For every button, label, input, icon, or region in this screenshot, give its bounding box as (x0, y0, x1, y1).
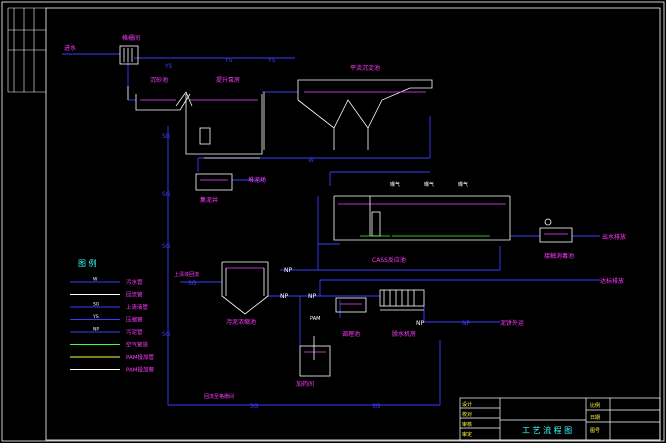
ys-code-3: YS (267, 57, 276, 64)
legend-code-0: W (93, 277, 98, 283)
np-code-5: NP (462, 320, 470, 327)
tb-row-3: 审核 (462, 421, 472, 428)
aerator-label-2: 曝气 (424, 181, 434, 188)
sludge-concentrator (221, 261, 269, 315)
grit-chamber-label: 沉砂池 (150, 76, 168, 84)
drawing-title: 工 艺 流 程 图 (522, 425, 572, 435)
dewatering-label: 脱水机房 (392, 330, 416, 338)
np-code-1: NP (284, 267, 292, 274)
legend-label-2: 上清液管 (126, 303, 149, 311)
conditioning-label: 调理池 (342, 330, 360, 338)
sludge-yard-label: 堆泥场 (248, 176, 266, 184)
legend-label-0: 污水管 (126, 278, 143, 286)
dosing-tank (299, 336, 331, 377)
np-code-4: NP (416, 320, 424, 327)
return-label: 回流至格栅间 (204, 393, 234, 400)
inlet-label: 进水 (64, 44, 76, 52)
legend-label-1: 回流管 (126, 291, 143, 299)
sg-code-6: SG (372, 403, 381, 410)
sg-code-2: SG (162, 191, 171, 198)
sludge-sump (195, 173, 233, 191)
legend-label-7: PAM投加管 (126, 366, 154, 374)
pam-code: PAM (310, 316, 320, 322)
tb-right-3: 图号 (590, 428, 600, 434)
legend-code-4: NP (93, 327, 99, 333)
primary-tank-label: 平流沉淀池 (350, 64, 380, 72)
cass-tank (333, 195, 511, 241)
tb-row-1: 设计 (462, 401, 472, 408)
conditioning-tank (335, 297, 367, 313)
legend-label-5: 空气管道 (126, 341, 149, 349)
legend-label-3: 压缩管 (126, 316, 143, 324)
sg-code-7: SG (188, 280, 197, 287)
tb-row-2: 校对 (462, 411, 472, 418)
pipe-network (62, 53, 600, 406)
disinfection-label: 接触消毒池 (544, 252, 574, 260)
outlet-label: 出水排放 (602, 233, 626, 241)
legend-code-2: SG (93, 302, 100, 308)
legend-label-4: 污泥管 (126, 328, 143, 336)
ys-code-2: YS (224, 57, 233, 64)
cass-tank-label: CASS反应池 (372, 256, 406, 264)
pump-house (185, 94, 263, 155)
legend-code-3: YS (92, 314, 99, 320)
sg-code-5: SG (250, 403, 259, 410)
tb-row-4: 审定 (462, 431, 472, 438)
grit-chamber (135, 91, 193, 111)
pump-house-label: 提升泵房 (216, 76, 240, 84)
grille-room (119, 45, 139, 65)
labels: 进水 格栅间 YS YS YS 沉砂池 提升泵房 平流沉淀池 集泥井 堆泥场 C… (64, 34, 626, 438)
sludge-sump-label: 集泥井 (200, 196, 218, 204)
legend-title: 图 例 (78, 258, 97, 268)
np-code-3: NP (308, 293, 316, 300)
binding-margin (7, 7, 46, 93)
np-code-2: NP (280, 293, 288, 300)
dosing-label: 加药间 (296, 380, 314, 388)
aerator-label-1: 曝气 (390, 181, 400, 188)
process-lines (127, 86, 265, 159)
sg-code-4: SG (162, 331, 171, 338)
aerator-label-3: 曝气 (458, 181, 468, 188)
sg-code-3: SG (162, 243, 171, 250)
legend-label-6: PAM投加管 (126, 353, 154, 361)
tb-right-1: 比例 (590, 402, 600, 409)
ys-code-1: YS (164, 63, 173, 70)
supernatant-label: 上清液回流 (174, 271, 199, 278)
sg-code-1: SG (162, 133, 171, 140)
concentrator-label: 污泥浓缩池 (226, 318, 256, 326)
title-block (459, 397, 661, 441)
sludge-out-label: 泥饼外运 (500, 319, 524, 327)
w-code-1: W (308, 157, 314, 164)
tb-right-2: 日期 (590, 415, 600, 421)
primary-tank (297, 79, 433, 150)
disinfection-tank (539, 218, 573, 243)
inner-border (45, 7, 661, 441)
dewatering-machine (379, 289, 425, 311)
grille-room-label: 格栅间 (122, 34, 140, 42)
discharge-label: 达标排放 (600, 277, 624, 285)
